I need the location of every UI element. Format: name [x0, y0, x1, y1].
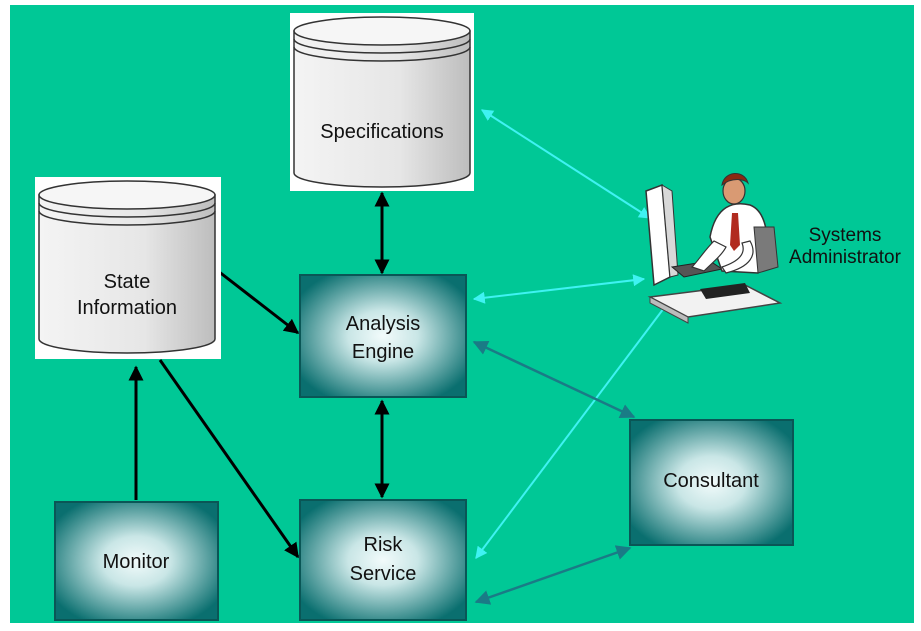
risk-service-label-line2: Service — [350, 563, 417, 585]
arrow-risk-service-consultant — [474, 545, 632, 605]
analysis-engine-box: Analysis Engine — [299, 274, 467, 398]
analysis-engine-label-line2: Engine — [352, 341, 414, 363]
risk-service-box: Risk Service — [299, 499, 467, 621]
consultant-box: Consultant — [629, 419, 794, 546]
consultant-label: Consultant — [663, 470, 759, 492]
state-information-label-line2: Information — [77, 297, 177, 319]
arrow-analysis-engine-consultant — [472, 340, 636, 419]
systems-administrator-label-line1: Systems — [808, 225, 882, 246]
state-information-label-line1: State — [104, 271, 151, 293]
person-at-computer-icon — [645, 173, 783, 324]
diagram-canvas: Specifications State Information Analysi… — [10, 5, 914, 623]
systems-administrator-label-line2: Administrator — [789, 247, 901, 268]
arrow-analysis-engine-systems-administrator — [472, 274, 646, 304]
risk-service-label-line1: Risk — [364, 534, 404, 556]
arrow-state-information-risk-service — [158, 359, 300, 559]
systems-administrator-label: Systems Administrator — [780, 225, 910, 269]
arrow-state-information-analysis-engine — [217, 269, 300, 335]
diagram-svg: Specifications State Information Analysi… — [35, 13, 794, 621]
state-information-database: State Information — [35, 177, 221, 359]
arrow-risk-service-systems-administrator — [475, 299, 671, 559]
analysis-engine-label-line1: Analysis — [346, 313, 420, 335]
specifications-database: Specifications — [290, 13, 474, 191]
monitor-box: Monitor — [54, 501, 219, 621]
arrow-specifications-systems-administrator — [480, 109, 652, 219]
monitor-label: Monitor — [103, 551, 170, 573]
connectors — [128, 109, 671, 605]
specifications-label: Specifications — [320, 121, 443, 143]
